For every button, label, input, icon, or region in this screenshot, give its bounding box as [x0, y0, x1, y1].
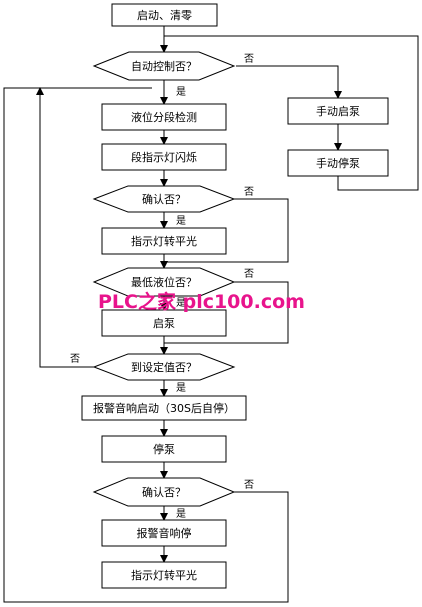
indicator-steady-label-2: 指示灯转平光 — [131, 568, 197, 582]
yes-label-confirm-2: 是 — [176, 508, 186, 520]
watermark: PLC之家 plc100.com — [98, 290, 305, 313]
stop-pump-label: 停泵 — [153, 442, 175, 456]
confirm-decision-1 — [92, 185, 236, 213]
reach-set-label: 到设定值否？ — [131, 360, 197, 374]
confirm-1-label: 确认否？ — [142, 193, 186, 206]
confirm-decision-2 — [92, 477, 236, 507]
manual-start-pump-label: 手动启泵 — [316, 104, 360, 118]
alarm-stop-label: 报警音响停 — [137, 526, 192, 540]
level-detect-label: 液位分段检测 — [131, 110, 197, 124]
yes-label-min-level: 是 — [176, 297, 186, 309]
indicator-steady-box-1 — [101, 227, 227, 255]
indicator-steady-box-2 — [101, 561, 227, 589]
level-detect-box — [101, 103, 227, 131]
start-label: 启动、清零 — [137, 9, 192, 22]
segment-light-flash-box — [101, 143, 227, 171]
stop-pump-box — [101, 435, 227, 463]
yes-label-confirm-1: 是 — [176, 215, 186, 227]
yes-label-reach-set: 是 — [176, 382, 186, 394]
alarm-start-label: 报警音响启动（30S后自停） — [93, 401, 235, 415]
no-label-confirm-2: 否 — [244, 479, 254, 491]
manual-stop-pump-box — [287, 149, 389, 177]
alarm-start-box — [81, 395, 247, 421]
no-label-auto: 否 — [244, 53, 254, 65]
min-level-decision — [92, 267, 236, 297]
indicator-steady-label-1: 指示灯转平光 — [131, 234, 197, 248]
no-label-reach-set: 否 — [70, 353, 80, 365]
yes-label-auto: 是 — [176, 86, 186, 98]
reach-set-decision — [92, 353, 236, 381]
confirm-2-label: 确认否？ — [142, 486, 186, 499]
manual-start-pump-box — [287, 97, 389, 125]
manual-stop-pump-label: 手动停泵 — [316, 156, 360, 170]
segment-light-flash-label: 段指示灯闪烁 — [131, 150, 197, 164]
auto-control-decision — [92, 51, 236, 81]
start-pump-label: 启泵 — [153, 317, 175, 330]
no-label-min-level: 否 — [244, 268, 254, 280]
start-box — [111, 3, 218, 27]
start-pump-box — [101, 309, 227, 337]
no-label-confirm-1: 否 — [244, 186, 254, 198]
min-level-label: 最低液位否？ — [131, 275, 197, 289]
alarm-stop-box — [101, 519, 227, 547]
connectors — [3, 26, 419, 603]
auto-control-label: 自动控制否？ — [131, 59, 197, 73]
